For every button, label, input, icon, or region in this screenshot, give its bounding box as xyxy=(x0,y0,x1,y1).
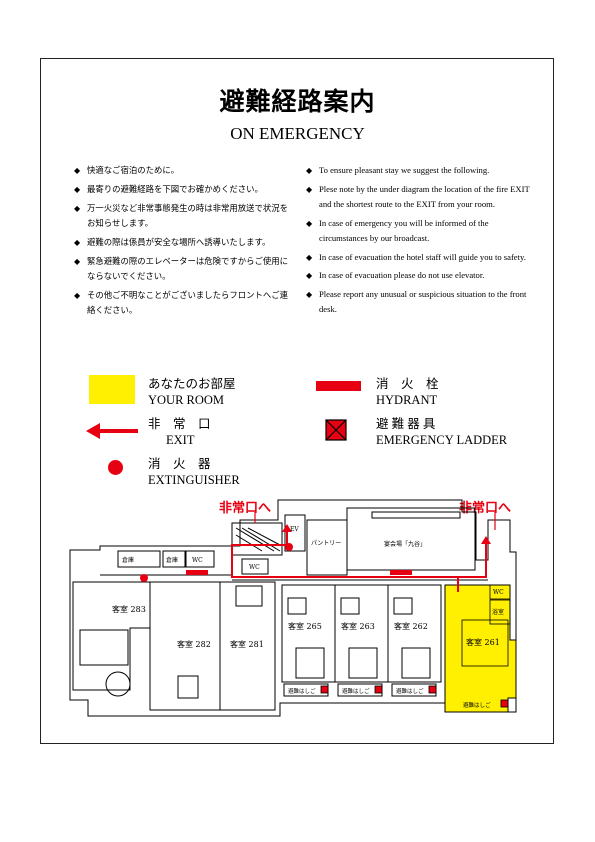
ladder-label: 避難はしご xyxy=(342,687,370,695)
hydrant-legend-icon xyxy=(316,381,361,391)
label-ev: EV xyxy=(290,526,299,533)
ladder-label: 避難はしご xyxy=(463,701,491,709)
wc-small xyxy=(241,558,269,575)
legend-exit-en: EXIT xyxy=(166,433,195,447)
legend-ladder-en: EMERGENCY LADDER xyxy=(376,433,508,447)
route-arrow-icon xyxy=(282,524,292,532)
route-arrow-icon xyxy=(481,536,491,544)
hydrant-icon xyxy=(390,570,412,575)
note-jp: その他ご不明なことがございましたらフロントへご連絡ください。 xyxy=(74,288,296,318)
legend-hydrant: 消 火 栓 HYDRANT xyxy=(376,376,439,408)
ladder-icon xyxy=(374,685,383,694)
room-number: 客室 265 xyxy=(288,621,322,631)
note-en: In case of emergency you will be informe… xyxy=(306,216,536,247)
note-en: In case of evacuation the hotel staff wi… xyxy=(306,250,536,266)
exit-label-left: 非常口へ xyxy=(219,501,272,516)
ladder-label: 避難はしご xyxy=(288,687,316,695)
note-en: Plese note by the under diagram the loca… xyxy=(306,182,536,213)
label-wc: WC xyxy=(493,589,504,596)
notes-en-list: To ensure pleasant stay we suggest the f… xyxy=(306,163,536,321)
note-en: To ensure pleasant stay we suggest the f… xyxy=(306,163,536,179)
extinguisher-icon xyxy=(140,574,148,582)
pantry xyxy=(306,519,348,576)
note-en: In case of evacuation please do not use … xyxy=(306,268,536,284)
legend-ladder: 避 難 器 具 EMERGENCY LADDER xyxy=(376,416,507,448)
legend-your-room-swatch xyxy=(89,375,135,404)
notice-frame xyxy=(40,58,554,744)
label-wc: WC xyxy=(192,557,203,564)
room-number-yours: 客室 261 xyxy=(466,637,500,647)
legend-exit-jp: 非 常 口 xyxy=(148,417,211,431)
legend-exit: 非 常 口 EXIT xyxy=(148,416,211,448)
room-281 xyxy=(219,581,276,711)
evacuation-route xyxy=(231,530,459,592)
ladder-label: 避難はしご xyxy=(396,687,424,695)
stairs-block xyxy=(231,522,283,556)
legend-your-room-en: YOUR ROOM xyxy=(148,393,225,407)
legend-hydrant-jp: 消 火 栓 xyxy=(376,377,439,391)
ladder-icon xyxy=(320,685,329,694)
storage-room xyxy=(162,550,186,568)
note-en: Please report any unusual or suspicious … xyxy=(306,287,536,318)
note-jp: 緊急避難の際のエレベーターは危険ですからご使用にならないでください。 xyxy=(74,254,296,284)
building-outline xyxy=(69,499,517,717)
label-pantry: パントリー xyxy=(311,540,341,547)
room-number: 客室 281 xyxy=(230,639,264,649)
room-number: 客室 282 xyxy=(177,639,211,649)
page-title-en: ON EMERGENCY xyxy=(230,124,365,143)
storage-room xyxy=(117,550,161,568)
room-262 xyxy=(387,584,442,683)
label-storage: 倉庫 xyxy=(166,556,178,564)
wc-room xyxy=(185,550,215,568)
legend-hydrant-en: HYDRANT xyxy=(376,393,438,407)
ladder-icon xyxy=(428,685,437,694)
extinguisher-icon xyxy=(285,543,293,551)
legend-extinguisher-en: EXTINGUISHER xyxy=(148,473,240,487)
label-storage: 倉庫 xyxy=(122,556,134,564)
label-wc: WC xyxy=(249,564,260,571)
room-263 xyxy=(334,584,389,683)
legend-extinguisher: 消 火 器 EXTINGUISHER xyxy=(148,456,240,488)
note-jp: 最寄りの避難経路を下図でお確かめください。 xyxy=(74,182,296,197)
room-number: 客室 262 xyxy=(394,621,428,631)
legend-your-room-jp: あなたのお部屋 xyxy=(148,377,236,391)
page-title-jp: 避難経路案内 xyxy=(219,87,376,116)
label-banquet: 宴会場「九谷」 xyxy=(384,540,426,548)
label-bath: 浴室 xyxy=(492,608,504,616)
evacuation-route xyxy=(458,542,487,578)
notes-jp-list: 快適なご宿泊のために。 最寄りの避難経路を下図でお確かめください。 万一火災など… xyxy=(74,163,296,322)
hydrant-icon xyxy=(186,570,208,575)
room-265 xyxy=(281,584,336,683)
note-jp: 万一火災など非常事態発生の時は非常用放送で状況をお知らせします。 xyxy=(74,201,296,231)
legend-ladder-jp: 避 難 器 具 xyxy=(376,417,436,431)
room-number: 客室 263 xyxy=(341,621,375,631)
ev-room xyxy=(284,514,306,552)
ladder-icon xyxy=(500,699,509,708)
legend-extinguisher-jp: 消 火 器 xyxy=(148,457,211,471)
banquet-hall xyxy=(346,507,476,571)
extinguisher-legend-icon xyxy=(108,460,123,475)
room-261-highlight xyxy=(444,584,517,713)
emergency-ladder-icon xyxy=(325,419,347,441)
legend-your-room: あなたのお部屋 YOUR ROOM xyxy=(148,376,236,408)
note-jp: 避難の際は係員が安全な場所へ誘導いたします。 xyxy=(74,235,296,250)
exit-arrow-icon xyxy=(86,423,138,439)
note-jp: 快適なご宿泊のために。 xyxy=(74,163,296,178)
room-number: 客室 283 xyxy=(112,604,146,614)
